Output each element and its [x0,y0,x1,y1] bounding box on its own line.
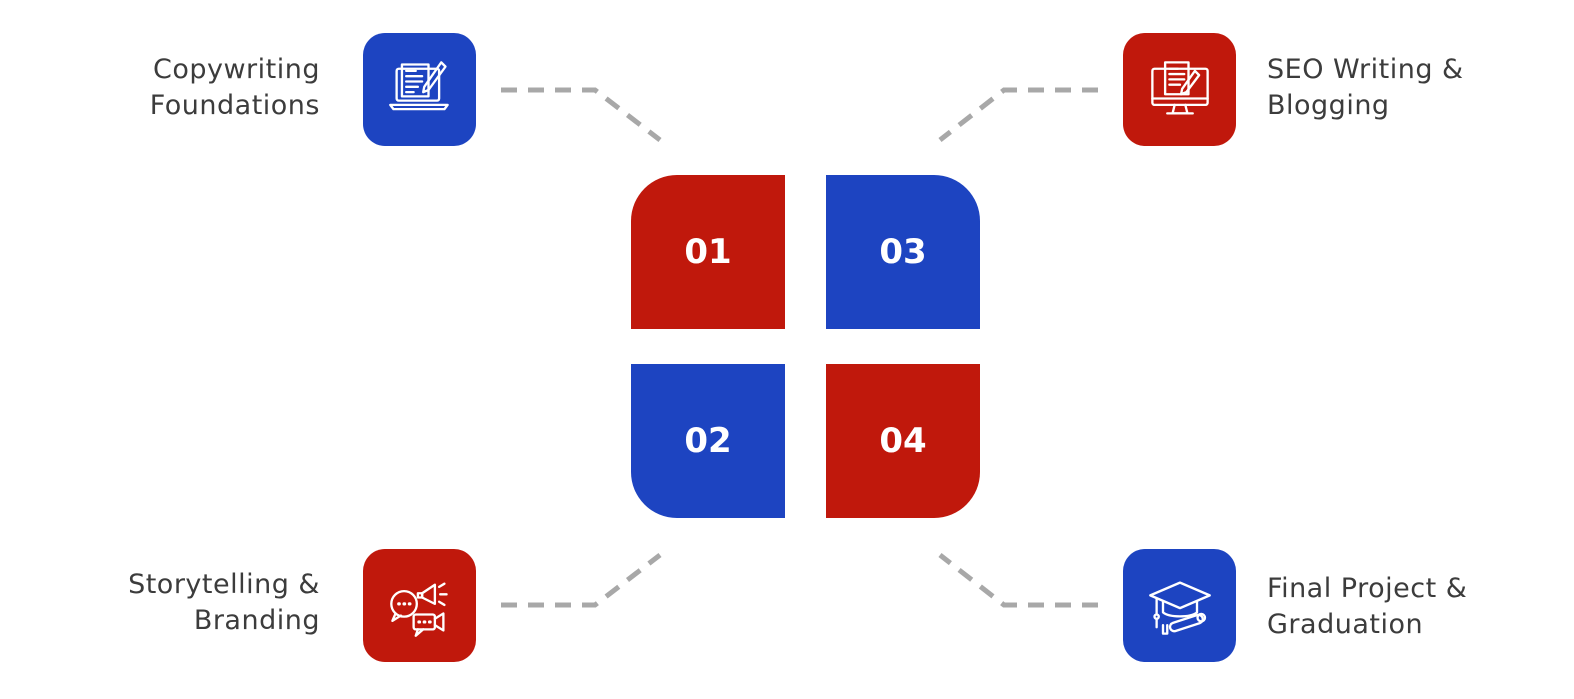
tile-number: 03 [879,232,927,272]
step-3-icon-box [1123,33,1236,146]
graduation-cap-diploma-icon [1148,580,1211,635]
tile-01: 01 [631,175,785,329]
tile-number: 04 [879,421,927,461]
step-1-icon-box [363,33,476,146]
tile-number: 01 [684,232,732,272]
step-4-icon-box [1123,549,1236,662]
monitor-document-pen-icon [1150,60,1209,115]
connector-step-4 [938,553,1098,608]
tile-number: 02 [684,421,732,461]
tile-04: 04 [826,364,980,518]
step-4-label: Final Project & Graduation [1267,573,1468,640]
step-3-label: SEO Writing & Blogging [1267,54,1464,121]
laptop-document-pen-icon [388,60,449,110]
step-2-label: Storytelling & Branding [128,569,320,636]
connector-step-2 [501,553,662,608]
step-1-label: Copywriting Foundations [149,54,320,121]
tile-02: 02 [631,364,785,518]
chat-megaphone-video-icon [389,582,448,637]
step-2-icon-box [363,549,476,662]
tile-03: 03 [826,175,980,329]
connector-step-3 [938,87,1098,142]
connector-step-1 [501,87,662,142]
